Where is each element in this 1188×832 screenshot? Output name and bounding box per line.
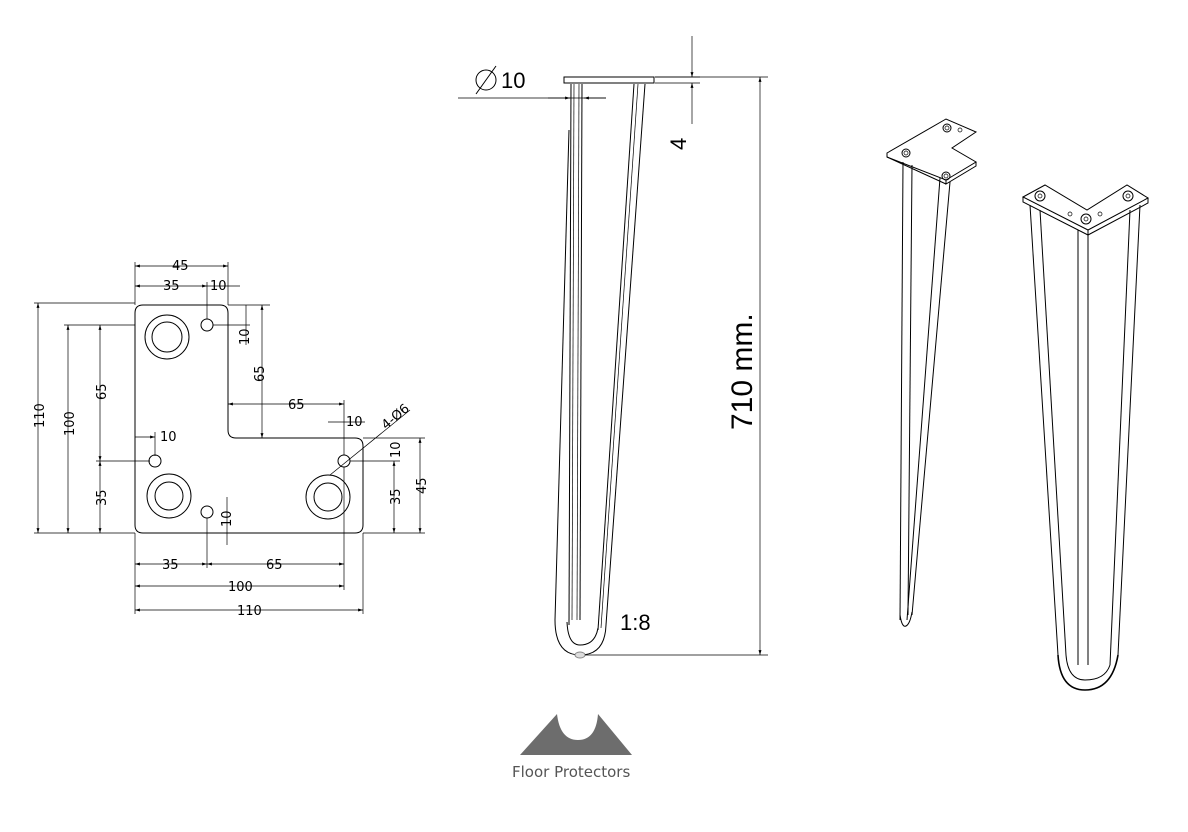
rod-diameter-label: 10 [501, 68, 525, 93]
large-hole-bottom-left [146, 473, 192, 519]
floor-protectors-caption: Floor Protectors [512, 763, 630, 781]
dim-right-65: 65 [253, 365, 268, 382]
dim-left-hole-10: 10 [160, 430, 177, 445]
plate-thickness-label: 4 [666, 138, 691, 150]
dim-left-35: 35 [95, 489, 110, 506]
dim-bottom-110: 110 [237, 604, 262, 619]
dim-right-45: 45 [415, 477, 430, 494]
plate-top-view: 45 35 10 10 65 65 10 4-Ø6 10 35 45 [33, 259, 430, 619]
dim-top-45: 45 [172, 259, 189, 274]
large-hole-bottom-right [305, 474, 351, 520]
scale-label: 1:8 [620, 610, 651, 635]
dim-right-10: 10 [238, 328, 253, 345]
dim-bottom-65: 65 [266, 558, 283, 573]
dim-hole-spacing-10: 10 [346, 415, 363, 430]
height-label: 710 mm. [726, 313, 759, 430]
small-hole-3 [337, 454, 351, 468]
leg-isometric-view-1 [886, 118, 978, 627]
dim-inner-65: 65 [288, 398, 305, 413]
dim-top-10: 10 [210, 279, 227, 294]
diameter-icon [475, 65, 497, 95]
small-hole-1 [200, 318, 214, 332]
plate-outline [134, 304, 364, 534]
small-hole-2 [148, 454, 162, 468]
floor-protectors-logo: Floor Protectors [512, 714, 632, 781]
floor-protector-icon [520, 714, 632, 755]
dim-bottom-hole-10: 10 [220, 510, 235, 527]
leg-isometric-view-2 [1021, 184, 1150, 691]
dim-left-110: 110 [33, 403, 48, 428]
iso-plate-1 [886, 118, 978, 181]
dim-right-35: 35 [389, 488, 404, 505]
dim-top-35: 35 [163, 279, 180, 294]
dim-left-65: 65 [95, 383, 110, 400]
floor-protector-cap [574, 651, 586, 659]
hole-callout-4-d6: 4-Ø6 [379, 401, 413, 433]
small-hole-4 [200, 505, 214, 519]
large-hole-top-left [144, 314, 190, 360]
dim-left-100: 100 [63, 411, 78, 436]
dim-bottom-35: 35 [162, 558, 179, 573]
leg-side-view: 10 4 710 mm. 1:8 [458, 36, 768, 659]
dim-right-hole-10: 10 [389, 441, 404, 458]
mounting-plate-side [563, 76, 655, 84]
dim-bottom-100: 100 [228, 580, 253, 595]
